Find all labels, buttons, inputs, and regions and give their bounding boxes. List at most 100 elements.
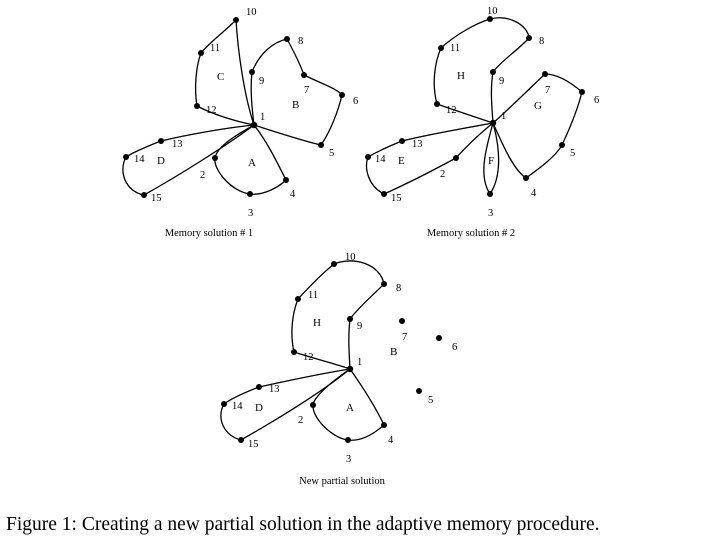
node-label-3: 3 (346, 454, 351, 465)
node-label-9: 9 (499, 76, 504, 87)
node-4 (381, 422, 387, 428)
node-label-9: 9 (259, 76, 264, 87)
node-label-12: 12 (446, 105, 457, 116)
panel-1-route-labels: A B C D (157, 71, 299, 169)
node-label-4: 4 (290, 189, 296, 200)
node-label-4: 4 (388, 435, 394, 446)
route-label-A: A (248, 157, 256, 169)
node-label-1: 1 (501, 111, 506, 122)
node-6 (339, 92, 345, 98)
figure-canvas: 1 2 3 4 5 6 7 8 9 10 11 12 13 14 15 A B … (122, 6, 599, 487)
node-4 (523, 175, 529, 181)
node-1 (346, 365, 354, 373)
node-10 (487, 16, 493, 22)
node-label-12: 12 (303, 352, 314, 363)
node-9 (249, 69, 255, 75)
panel-1-subtitle: Memory solution # 1 (165, 228, 253, 239)
node-2 (212, 155, 218, 161)
node-11 (438, 45, 444, 51)
node-label-11: 11 (210, 43, 220, 54)
node-10 (331, 261, 337, 267)
node-9 (347, 316, 353, 322)
node-label-10: 10 (246, 7, 257, 18)
node-label-2: 2 (440, 169, 445, 180)
panel-3-node-labels: 1 2 3 4 5 6 7 8 9 10 11 12 13 14 15 (232, 252, 457, 465)
node-label-10: 10 (487, 6, 498, 17)
route-label-F: F (488, 155, 494, 167)
panel-2-nodes (365, 16, 585, 197)
route-label-H: H (313, 317, 321, 329)
node-3 (247, 191, 253, 197)
panel-3-route-labels: A D H B (255, 317, 397, 414)
node-label-1: 1 (357, 357, 362, 368)
node-label-1: 1 (260, 112, 265, 123)
panel-3-subtitle: New partial solution (299, 476, 385, 487)
node-13 (399, 138, 405, 144)
route-label-D: D (255, 402, 263, 414)
node-label-15: 15 (151, 193, 162, 204)
node-5 (559, 142, 565, 148)
route-path-C (194, 19, 255, 126)
node-9 (490, 69, 496, 75)
node-label-5: 5 (570, 148, 575, 159)
node-label-14: 14 (375, 154, 386, 165)
node-label-13: 13 (172, 139, 183, 150)
node-8 (381, 281, 387, 287)
node-14 (123, 154, 129, 160)
node-6 (436, 335, 442, 341)
node-11 (198, 50, 204, 56)
node-label-3: 3 (248, 208, 253, 219)
route-label-H: H (457, 70, 465, 82)
node-label-13: 13 (269, 384, 280, 395)
node-13 (256, 384, 262, 390)
node-label-4: 4 (531, 188, 537, 199)
node-label-3: 3 (488, 208, 493, 219)
route-label-G: G (534, 100, 542, 112)
route-label-B: B (292, 99, 299, 111)
node-12 (291, 349, 297, 355)
node-label-10: 10 (345, 252, 356, 263)
node-label-6: 6 (353, 96, 358, 107)
node-label-5: 5 (428, 395, 433, 406)
node-label-11: 11 (450, 43, 460, 54)
node-label-8: 8 (298, 36, 303, 47)
node-15 (381, 191, 387, 197)
node-1 (250, 121, 258, 129)
node-4 (283, 177, 289, 183)
node-6 (579, 89, 585, 95)
node-7 (301, 72, 307, 78)
node-label-13: 13 (412, 139, 423, 150)
figure-caption: Figure 1: Creating a new partial solutio… (6, 514, 600, 535)
node-label-12: 12 (206, 105, 217, 116)
node-2 (453, 155, 459, 161)
node-label-8: 8 (396, 283, 401, 294)
node-label-15: 15 (391, 193, 402, 204)
node-12 (194, 103, 200, 109)
node-label-15: 15 (248, 439, 259, 450)
node-label-14: 14 (134, 154, 145, 165)
node-label-8: 8 (539, 36, 544, 47)
node-14 (221, 401, 227, 407)
route-label-A: A (346, 402, 354, 414)
node-8 (526, 35, 532, 41)
node-7 (542, 71, 548, 77)
node-15 (141, 192, 147, 198)
node-5 (416, 388, 422, 394)
node-8 (284, 36, 290, 42)
route-label-C: C (217, 71, 224, 83)
node-7 (399, 318, 405, 324)
panel-3-nodes (221, 261, 442, 443)
node-label-6: 6 (594, 95, 599, 106)
panel-2-node-labels: 1 2 3 4 5 6 7 8 9 10 11 12 13 14 15 (375, 6, 599, 219)
node-label-7: 7 (402, 332, 407, 343)
node-label-11: 11 (308, 290, 318, 301)
node-3 (345, 437, 351, 443)
route-path-G (492, 73, 583, 179)
node-11 (295, 296, 301, 302)
panel-1-nodes (123, 17, 345, 198)
panel-new-partial-solution: 1 2 3 4 5 6 7 8 9 10 11 12 13 14 15 A D … (220, 252, 457, 487)
panel-memory-solution-2: 1 2 3 4 5 6 7 8 9 10 11 12 13 14 15 E F … (365, 6, 599, 239)
node-14 (365, 154, 371, 160)
node-3 (487, 191, 493, 197)
node-5 (318, 142, 324, 148)
